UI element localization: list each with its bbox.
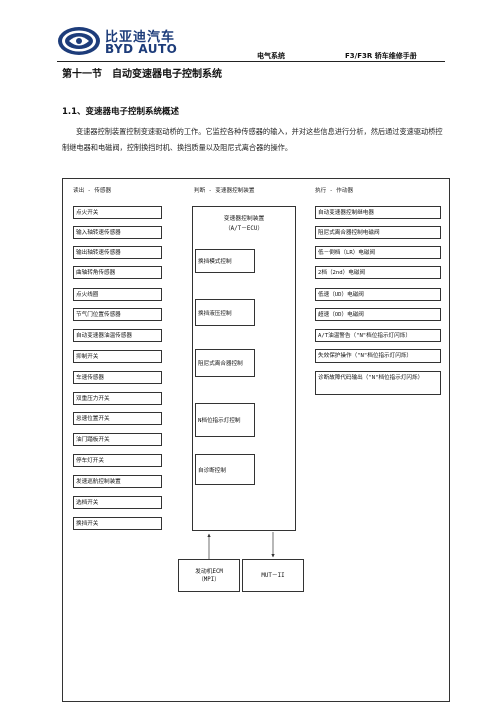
- header-divider: [57, 61, 445, 62]
- ecu-function-box: N档位指示灯控制: [195, 403, 255, 437]
- sensor-box: 输出轴转速传感器: [73, 246, 162, 259]
- byd-emblem-icon: [58, 27, 100, 55]
- actuator-box: 2档（2nd）电磁阀: [315, 266, 441, 279]
- overview-text: 变速器控制装置控制变速驱动桥的工作。它监控各种传感器的输入，并对这些信息进行分析…: [62, 127, 443, 152]
- actuator-box: 诊断故障代码输出（"N"档位指示灯闪烁）: [315, 371, 441, 395]
- heading-sensors: 读出 - 传感器: [73, 188, 112, 194]
- engine-ecm-box: 发动机ECM （MPI）: [178, 559, 240, 592]
- ecu-subtitle: （A/T－ECU）: [224, 226, 264, 232]
- mut-ii-box: MUT－II: [242, 559, 304, 592]
- ecu-box: 变速器控制装置 （A/T－ECU） 换挡模式控制 换挡液压控制 阻尼式离合器控制…: [192, 206, 296, 531]
- sensor-box: 换挡开关: [73, 517, 162, 530]
- sensor-box: 输入轴转速传感器: [73, 226, 162, 239]
- overview-paragraph: 变速器控制装置控制变速驱动桥的工作。它监控各种传感器的输入，并对这些信息进行分析…: [62, 124, 448, 156]
- sensor-box: 选档开关: [73, 496, 162, 509]
- sensor-box: 油门踏板开关: [73, 433, 162, 446]
- section-title: 第十一节 自动变速器电子控制系统: [62, 69, 222, 80]
- sensor-box: 节气门位置传感器: [73, 308, 162, 321]
- brand-english-name: BYD AUTO: [105, 42, 178, 56]
- header-section-name: 电气系统: [257, 52, 285, 60]
- ecu-function-box: 换挡液压控制: [195, 299, 255, 326]
- sensor-box: 曲轴转角传感器: [73, 266, 162, 279]
- sensor-box: 抑制开关: [73, 350, 162, 363]
- diagram-connectors: [207, 532, 275, 559]
- control-system-diagram: 读出 - 传感器 判断 - 变速器控制装置 执行 - 作动器 点火开关 输入轴转…: [62, 178, 450, 702]
- actuator-box: 低－倒档（LR）电磁阀: [315, 246, 441, 259]
- actuator-box: 自动变速器控制继电器: [315, 206, 441, 219]
- engine-ecm-sublabel: （MPI）: [197, 576, 221, 583]
- sensor-box: 车速传感器: [73, 371, 162, 384]
- ecu-function-box: 自诊断控制: [195, 454, 255, 485]
- sensor-box: 发速巡航控制装置: [73, 475, 162, 488]
- header-manual-title: F3/F3R 轿车维修手册: [345, 52, 417, 60]
- actuator-box: 超速（OD）电磁阀: [315, 308, 441, 321]
- sensor-box: 停车灯开关: [73, 454, 162, 467]
- actuator-box: 失效保护操作（"N"档位指示灯闪烁）: [315, 349, 441, 363]
- heading-actuators: 执行 - 作动器: [315, 188, 354, 194]
- engine-ecm-label: 发动机ECM: [195, 568, 223, 575]
- sensor-box: 自动变速器油温传感器: [73, 329, 162, 342]
- ecu-function-box: 阻尼式离合器控制: [195, 349, 255, 377]
- ecu-title: 变速器控制装置: [223, 216, 265, 222]
- ecu-function-box: 换挡模式控制: [195, 249, 255, 273]
- actuator-box: 阻尼式离合器控制电磁阀: [315, 226, 441, 239]
- sensor-box: 点火线圈: [73, 288, 162, 301]
- actuator-box: 低速（UD）电磁阀: [315, 288, 441, 301]
- brand-chinese-name: 比亚迪汽车: [105, 30, 176, 45]
- mut-ii-label: MUT－II: [261, 572, 285, 579]
- sensor-box: 双重压力开关: [73, 392, 162, 405]
- byd-logo: 比亚迪汽车 BYD AUTO: [57, 24, 185, 60]
- heading-ecu: 判断 - 变速器控制装置: [194, 188, 255, 194]
- sensor-box: 怠速位置开关: [73, 412, 162, 425]
- actuator-box: A/T油温警告（"N"档位指示灯闪烁）: [315, 329, 441, 342]
- subsection-title: 1.1、变速器电子控制系统概述: [62, 107, 180, 117]
- sensor-box: 点火开关: [73, 206, 162, 219]
